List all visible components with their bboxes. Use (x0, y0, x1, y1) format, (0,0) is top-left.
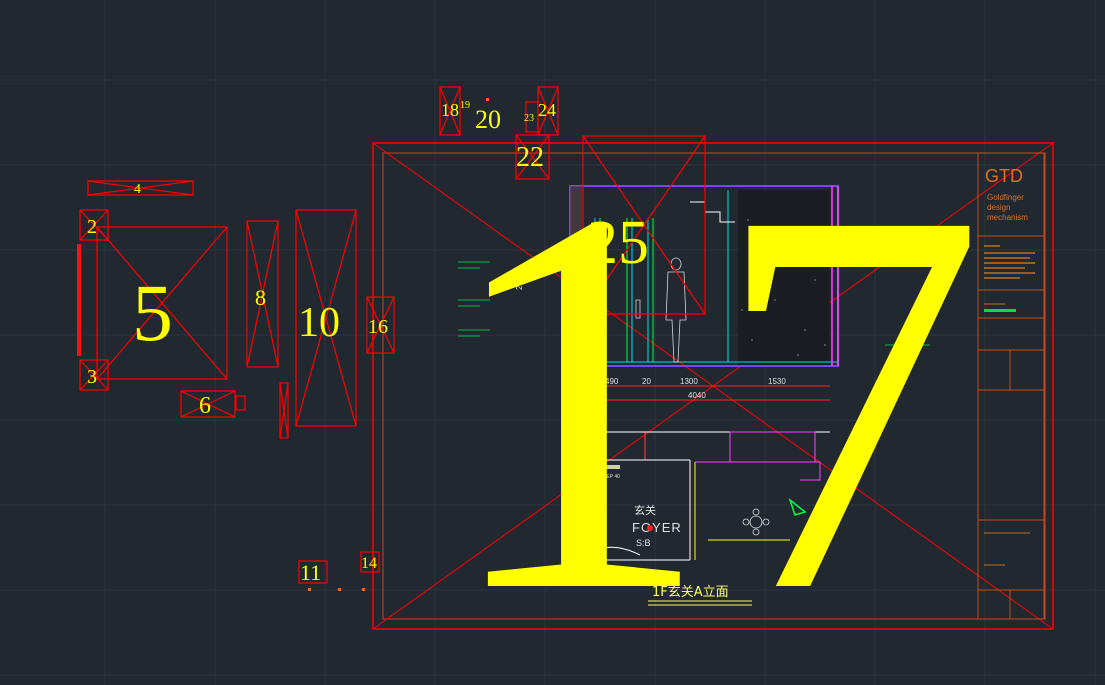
viewport-16 (366, 296, 395, 354)
viewport-9 (279, 382, 289, 439)
viewport-18 (439, 86, 461, 136)
floor-plan[interactable]: STEP 40 玄关 FOYER S:B (566, 431, 830, 561)
viewport-3 (79, 359, 109, 391)
viewport-11 (298, 560, 328, 584)
viewport-boxes[interactable] (79, 86, 706, 584)
brand-logo-text: GTD (985, 166, 1023, 186)
room-name-en: FOYER (632, 520, 682, 535)
label-11: 11 (300, 560, 321, 585)
viewport-5 (96, 226, 228, 380)
label-5: 5 (132, 267, 173, 358)
room-name-cn: 玄关 (634, 503, 656, 517)
label-3: 3 (87, 366, 97, 388)
viewport-22 (515, 134, 550, 180)
dim-1530: 1530 (768, 377, 786, 386)
label-18: 18 (441, 100, 459, 120)
label-20: 20 (475, 105, 501, 134)
company-line-1: Goldfinger (987, 193, 1024, 202)
label-10: 10 (298, 300, 340, 346)
label-17: 17 (440, 96, 985, 685)
viewport-labels: 4 2 3 5 8 10 16 6 18 19 20 23 24 22 25 1… (87, 96, 985, 685)
label-22: 22 (516, 142, 544, 173)
viewport-7 (235, 395, 246, 411)
label-14: 14 (361, 555, 377, 572)
room-area: S:B (636, 538, 651, 548)
viewport-25 (582, 135, 706, 315)
label-24: 24 (538, 100, 556, 120)
viewport-6 (180, 390, 236, 418)
viewport-8 (246, 220, 279, 368)
title-block: GTD Goldfinger design mechanism (977, 152, 1045, 620)
step-note: STEP 40 (600, 474, 620, 480)
label-25: 25 (587, 209, 649, 277)
viewport-2 (79, 209, 109, 241)
viewport-4 (87, 180, 194, 196)
svg-text:1F玄关A立面: 1F玄关A立面 (652, 585, 729, 600)
dim-total: 4040 (688, 391, 706, 400)
dim-490: 490 (605, 377, 619, 386)
dim-400: 400 (578, 377, 592, 386)
dim-20: 20 (642, 377, 651, 386)
label-16: 16 (368, 316, 388, 338)
viewport-1[interactable] (77, 244, 81, 356)
label-4: 4 (134, 182, 141, 197)
viewport-10 (295, 209, 357, 427)
label-6: 6 (199, 393, 211, 419)
elevation-drawing[interactable]: 2390 400 490 20 1300 1530 4040 (458, 185, 930, 401)
label-8: 8 (255, 285, 266, 310)
height-dimension: 2390 (515, 272, 524, 290)
label-23: 23 (524, 113, 534, 124)
viewport-14 (360, 551, 380, 573)
company-line-3: mechanism (987, 213, 1028, 222)
dim-1300: 1300 (680, 377, 698, 386)
company-line-2: design (987, 203, 1011, 212)
drawing-title: 1F玄关A立面 (648, 585, 752, 606)
label-2: 2 (87, 216, 97, 238)
label-19: 19 (460, 100, 470, 111)
